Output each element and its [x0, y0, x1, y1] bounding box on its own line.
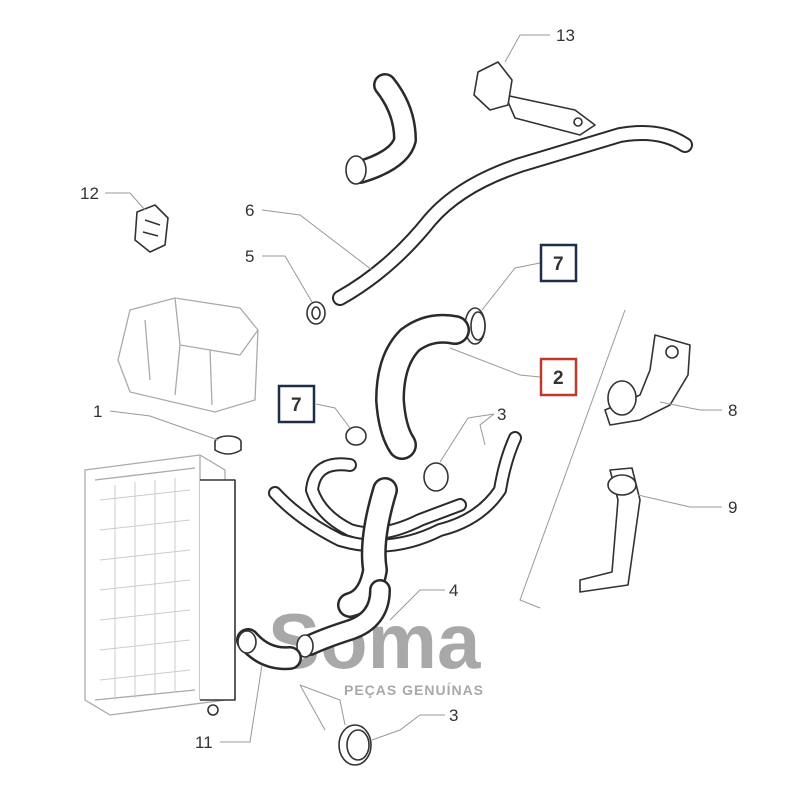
- part-3-clamp-bottom: [338, 724, 372, 766]
- callout-7-lower: 7: [291, 395, 302, 416]
- callout-13: 13: [556, 26, 575, 45]
- callout-7-upper-box: 7: [539, 243, 578, 283]
- part-1-cap: [214, 435, 242, 455]
- part-8-bracket: [604, 334, 691, 426]
- group-bracket-line: [519, 309, 626, 609]
- callout-5: 5: [245, 247, 254, 266]
- part-7-clamp-upper: [464, 307, 486, 345]
- callout-12: 12: [80, 184, 99, 203]
- radiator: [84, 454, 236, 716]
- callout-6: 6: [245, 201, 254, 220]
- callout-7-lower-box: 7: [277, 384, 316, 424]
- part-13-bracket: [473, 61, 596, 136]
- part-11-elbow-hose: [236, 628, 302, 671]
- callout-2: 2: [553, 368, 564, 389]
- part-2-hose: [375, 313, 470, 460]
- callout-4: 4: [449, 581, 458, 600]
- callout-11: 11: [195, 733, 213, 752]
- part-5-clamp: [306, 301, 326, 325]
- expansion-tank: [117, 297, 259, 413]
- callout-9: 9: [728, 498, 737, 517]
- part-7-clamp-lower: [345, 426, 367, 446]
- upper-elbow-hose: [345, 73, 417, 185]
- part-6-pipe: [332, 125, 693, 306]
- callout-1: 1: [93, 402, 102, 421]
- callout-7-upper: 7: [553, 254, 564, 275]
- callout-3-upper: 3: [497, 405, 506, 424]
- callout-8: 8: [728, 401, 737, 420]
- part-4-hose-assembly: [268, 431, 522, 658]
- watermark-tagline: PEÇAS GENUÍNAS: [344, 682, 484, 698]
- leader-lines: [105, 34, 722, 743]
- part-9-bracket: [579, 467, 641, 593]
- part-12-valve: [134, 204, 169, 253]
- callout-2-box: 2: [539, 357, 578, 397]
- part-3-clamp-mid: [423, 462, 449, 492]
- callout-3-lower: 3: [449, 706, 458, 725]
